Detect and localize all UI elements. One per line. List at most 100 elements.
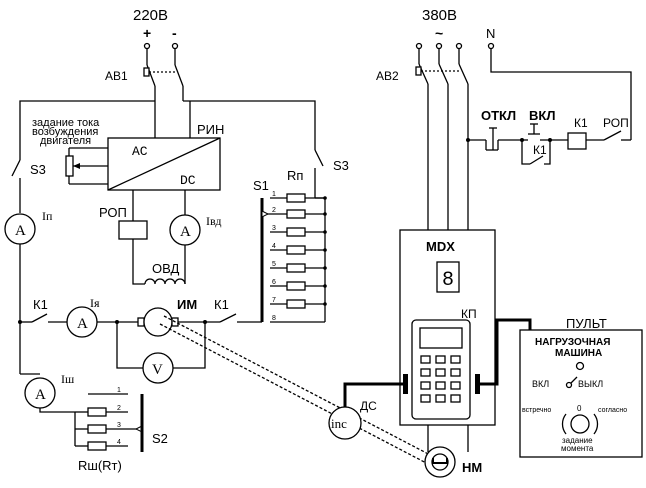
minus-terminal-label: - — [172, 25, 177, 41]
keypad-label: КП — [461, 307, 477, 321]
s1-pos-4: 4 — [272, 243, 276, 250]
console-panel — [519, 329, 643, 458]
s1-pos-6: 6 — [272, 279, 276, 286]
rop-right-label: РОП — [603, 116, 629, 130]
sensor-ds-label: ДС — [360, 399, 377, 413]
ammeter-ip-label: A — [15, 223, 26, 239]
breaker-av2-label: АВ2 — [376, 69, 399, 83]
ammeter-iya-label: A — [77, 316, 88, 332]
shunt-bank — [74, 393, 143, 451]
phase-b-terminal — [435, 42, 443, 50]
keypad-keys[interactable] — [420, 355, 461, 403]
plus-terminal-label: + — [143, 25, 151, 41]
switch-s1-label: S1 — [253, 178, 269, 193]
field-winding-label: ОВД — [152, 261, 179, 276]
s2-pos-1: 1 — [117, 387, 121, 394]
voltmeter-label: V — [152, 362, 163, 378]
s1-pos-8: 8 — [272, 315, 276, 322]
console-counter-label: встречно — [522, 407, 551, 414]
contactor-k1-coil-label: К1 — [574, 116, 588, 130]
field-setting-potentiometer — [65, 147, 108, 185]
keypad-screen — [419, 327, 463, 349]
minus-bus — [183, 100, 316, 150]
breaker-av1-label: АВ1 — [105, 69, 128, 83]
supply-220v-label: 220В — [133, 7, 168, 24]
contactor-k1-right-label: К1 — [214, 297, 229, 312]
switch-s3-right — [314, 149, 324, 198]
console-torque-knob[interactable] — [561, 413, 599, 435]
console-torque-line1: задание — [562, 436, 593, 445]
console-cable — [480, 318, 532, 386]
encoder-cable — [343, 382, 403, 407]
switch-s3-left — [11, 159, 21, 213]
current-iya-symbol: Iя — [90, 296, 100, 310]
ammeter-ivd-label: A — [180, 224, 191, 240]
minus-terminal — [171, 42, 179, 50]
switch-s2-label: S2 — [152, 431, 168, 446]
ammeter-ish-label: A — [35, 387, 46, 403]
rop-coil — [118, 220, 148, 240]
load-motor-label: НМ — [462, 460, 482, 475]
current-ivd-symbol: Iвд — [206, 214, 221, 228]
s1-pos-5: 5 — [272, 261, 276, 268]
contactor-k1-left-label: К1 — [33, 297, 48, 312]
neutral-bus — [490, 49, 632, 140]
s2-pos-3: 3 — [117, 422, 121, 429]
shunt-resistor-label: Rш(Rт) — [78, 458, 122, 473]
drive-display-digit: 8 — [442, 269, 454, 292]
converter-dc-label: DC — [180, 173, 196, 188]
contactor-k1-left — [20, 313, 67, 323]
shaft-coupling — [159, 315, 437, 467]
s1-pos-2: 2 — [272, 207, 276, 214]
console-title-line2: МАШИНА — [555, 348, 602, 359]
s1-pos-1: 1 — [272, 191, 276, 198]
drive-right-connector — [475, 374, 480, 394]
on-button-label: ВКЛ — [529, 108, 555, 123]
field-setting-line3: двигателя — [40, 135, 91, 147]
encoder-inc-label: inc — [331, 416, 347, 431]
plus-terminal — [143, 42, 151, 50]
current-ip-symbol: Iп — [42, 209, 53, 223]
contactor-k1-right — [219, 313, 262, 323]
console-along-label: согласно — [598, 407, 627, 414]
regulator-rin-label: РИН — [197, 122, 224, 137]
plus-bus — [19, 100, 155, 160]
field-winding-ovd — [144, 245, 186, 285]
switch-s3-right-label: S3 — [333, 158, 349, 173]
s1-pos-7: 7 — [272, 297, 276, 304]
s1-pos-3: 3 — [272, 225, 276, 232]
current-ish-symbol: Iш — [61, 372, 75, 386]
console-indicator-lamp — [575, 361, 585, 371]
console-torque-line2: момента — [561, 444, 594, 453]
resistor-rp-label: Rп — [287, 168, 303, 183]
drive-mdx-label: MDX — [426, 239, 455, 254]
breaker-av1 — [143, 49, 184, 101]
off-button[interactable] — [485, 127, 522, 151]
neutral-label: N — [486, 26, 495, 41]
console-off-label: ВЫКЛ — [578, 379, 603, 389]
phase-c-terminal — [455, 42, 463, 50]
drive-left-connector — [403, 374, 408, 394]
console-toggle-switch[interactable] — [565, 376, 578, 389]
contactor-k1-coil — [567, 132, 587, 150]
motor-im-label: ИМ — [177, 297, 197, 312]
phase-a-terminal — [415, 42, 423, 50]
neutral-terminal — [487, 42, 495, 50]
resistor-bank-rp — [261, 193, 327, 323]
console-zero-label: 0 — [577, 404, 582, 413]
console-title-line1: НАГРУЗОЧНАЯ — [535, 337, 610, 348]
drive-display — [436, 261, 460, 293]
tilde-label: ~ — [435, 25, 443, 41]
breaker-av2 — [415, 49, 469, 230]
converter-ac-label: AC — [132, 144, 148, 159]
supply-380v-label: 380В — [422, 7, 457, 24]
switch-s3-left-label: S3 — [30, 162, 46, 177]
on-button[interactable] — [522, 123, 568, 141]
field-setting-line2: возбуждения — [32, 126, 98, 138]
contactor-k1-hold-label: К1 — [533, 143, 547, 157]
motor-im — [137, 307, 179, 337]
field-setting-line1: задание тока — [32, 117, 100, 129]
console-label: ПУЛЬТ — [566, 316, 607, 331]
console-on-label: ВКЛ — [532, 379, 549, 389]
